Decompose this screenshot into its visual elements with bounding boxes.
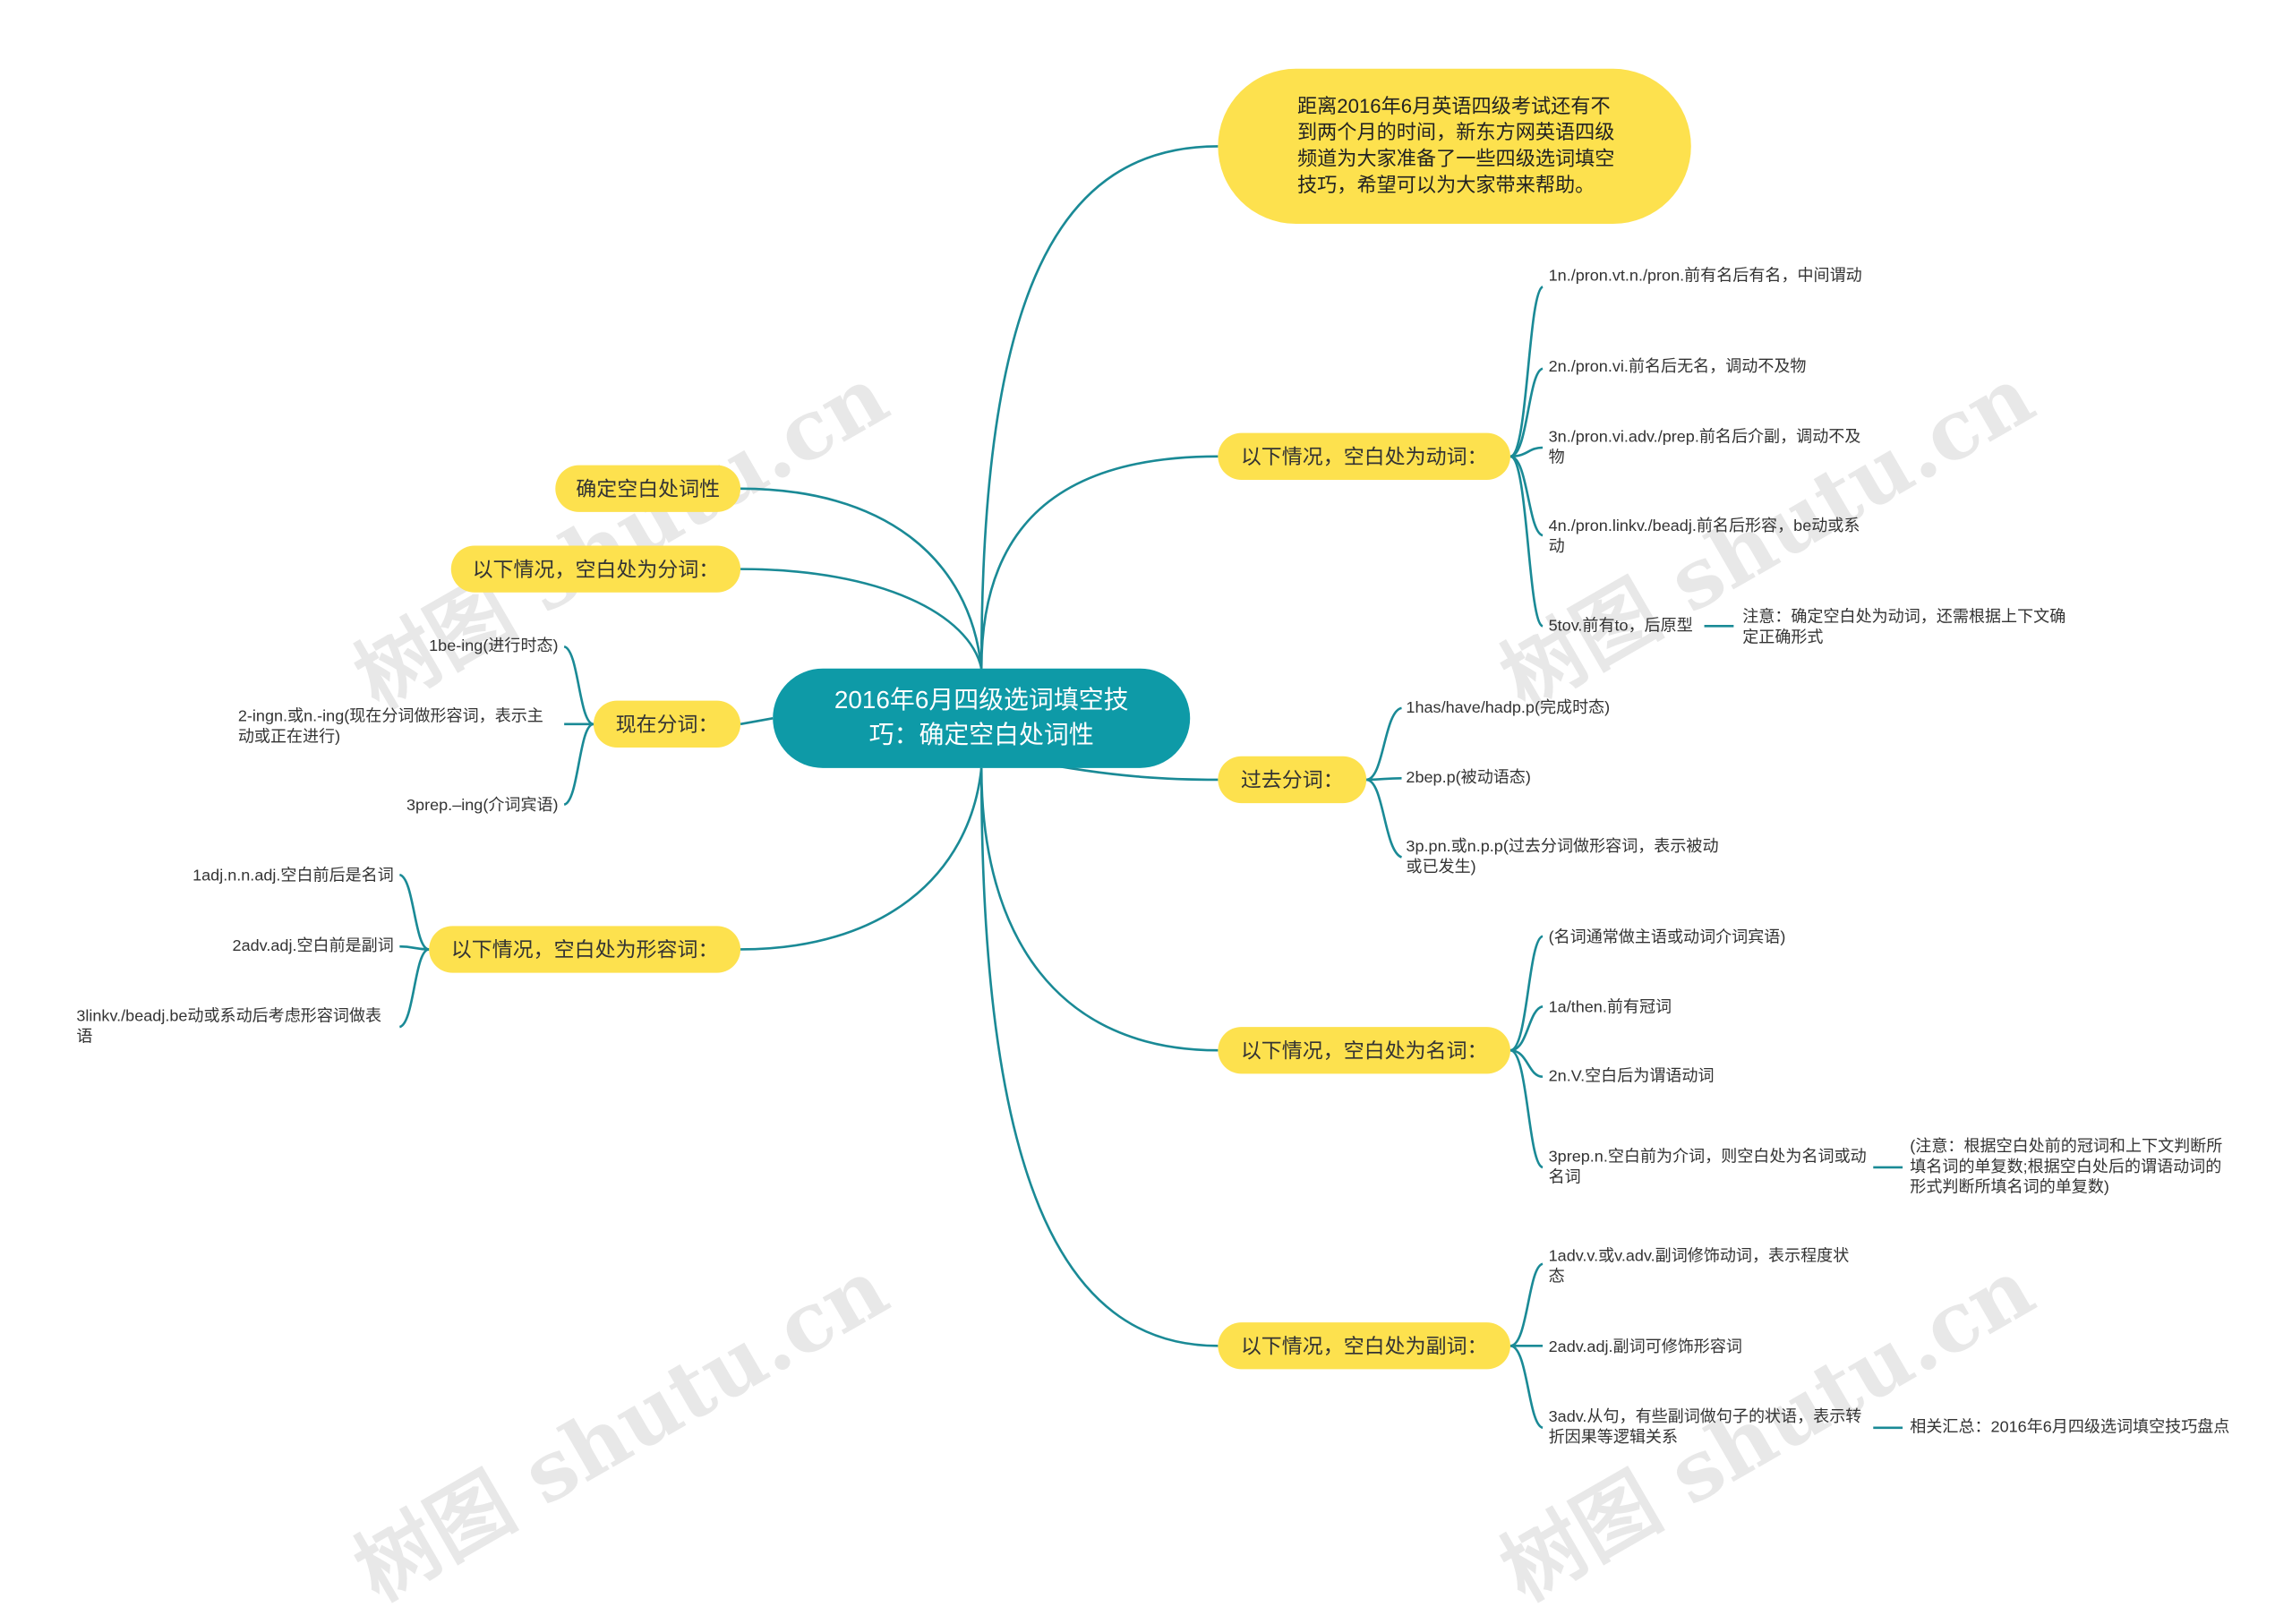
leaf-verb-3[interactable]: 3n./pron.vi.adv./prep.前名后介副，调动不及物: [1548, 428, 1861, 467]
branch-past-participle[interactable]: 过去分词：: [1218, 756, 1367, 804]
leaf-noun-note[interactable]: (注意：根据空白处前的冠词和上下文判断所填名词的单复数;根据空白处后的谓语动词的…: [1910, 1138, 2223, 1197]
leaf-verb-2[interactable]: 2n./pron.vi.前名后无名，调动不及物: [1548, 358, 1807, 376]
leaf-adjective-3[interactable]: 3linkv./beadj.be动或系动后考虑形容词做表语: [76, 1007, 382, 1047]
link-determine: [740, 487, 983, 669]
intro-text: 距离2016年6月英语四级考试还有不到两个月的时间，新东方网英语四级频道为大家准…: [1297, 95, 1615, 196]
leaf-adverb-note[interactable]: 相关汇总：2016年6月四级选词填空技巧盘点: [1910, 1418, 2230, 1437]
leaf-adjective-1[interactable]: 1adj.n.n.adj.空白前后是名词: [192, 867, 394, 885]
branch-participle[interactable]: 以下情况，空白处为分词：: [450, 545, 741, 593]
branch-verb[interactable]: 以下情况，空白处为动词：: [1218, 432, 1510, 480]
leaf-adjective-2[interactable]: 2adv.adj.空白前是副词: [232, 937, 394, 956]
leaf-verb-note[interactable]: 注意：确定空白处为动词，还需根据上下文确定正确形式: [1742, 608, 2066, 647]
leaf-verb-4[interactable]: 4n./pron.linkv./beadj.前名后形容，be动或系动: [1548, 517, 1860, 556]
leaf-past-1[interactable]: 1has/have/hadp.p(完成时态): [1406, 699, 1611, 717]
leaf-verb-1[interactable]: 1n./pron.vt.n./pron.前有名后有名，中间谓动: [1548, 268, 1862, 286]
branch-adverb[interactable]: 以下情况，空白处为副词：: [1218, 1322, 1510, 1370]
link-verb: [979, 455, 1219, 669]
connector-lines: [398, 145, 1903, 1430]
leaf-noun-2[interactable]: 2n.V.空白后为谓语动词: [1548, 1067, 1715, 1086]
leaf-present-3[interactable]: 3prep.–ing(介词宾语): [406, 797, 559, 816]
link-intro: [979, 145, 1219, 669]
root-topic[interactable]: 2016年6月四级选词填空技巧：确定空白处词性: [773, 668, 1191, 768]
link-adverb: [979, 767, 1219, 1347]
leaf-present-1[interactable]: 1be-ing(进行时态): [429, 637, 559, 656]
leaf-adverb-1[interactable]: 1adv.v.或v.adv.副词修饰动词，表示程度状态: [1548, 1247, 1850, 1286]
branch-determine[interactable]: 确定空白处词性: [555, 465, 741, 512]
leaf-past-3[interactable]: 3p.pn.或n.p.p(过去分词做形容词，表示被动或已发生): [1406, 838, 1719, 876]
leaf-noun-3[interactable]: 3prep.n.空白前为介词，则空白处为名词或动名词: [1548, 1148, 1867, 1187]
leaf-present-2[interactable]: 2-ingn.或n.-ing(现在分词做形容词，表示主动或正在进行): [237, 707, 543, 747]
branch-noun[interactable]: 以下情况，空白处为名词：: [1218, 1027, 1510, 1074]
leaf-noun-0[interactable]: (名词通常做主语或动词介词宾语): [1548, 928, 1786, 947]
leaf-adverb-3[interactable]: 3adv.从句，有些副词做句子的状语，表示转折因果等逻辑关系: [1548, 1408, 1862, 1448]
branch-adjective[interactable]: 以下情况，空白处为形容词：: [429, 926, 741, 973]
mindmap-canvas: 树图 shutu.cn 树图 shutu.cn 树图 shutu.cn 树图 s…: [76, 68, 2230, 1620]
leaf-verb-5[interactable]: 5tov.前有to，后原型: [1548, 617, 1693, 636]
leaf-noun-1[interactable]: 1a/then.前有冠词: [1548, 999, 1672, 1017]
link-noun: [979, 767, 1219, 1052]
link-participle: [740, 568, 983, 670]
link-adjective: [740, 767, 983, 951]
branch-present-participle[interactable]: 现在分词：: [593, 700, 741, 748]
intro-bubble[interactable]: 距离2016年6月英语四级考试还有不到两个月的时间，新东方网英语四级频道为大家准…: [1218, 68, 1691, 225]
link-present: [740, 717, 774, 726]
leaf-adverb-2[interactable]: 2adv.adj.副词可修饰形容词: [1548, 1338, 1742, 1356]
leaf-past-2[interactable]: 2bep.p(被动语态): [1406, 769, 1531, 788]
